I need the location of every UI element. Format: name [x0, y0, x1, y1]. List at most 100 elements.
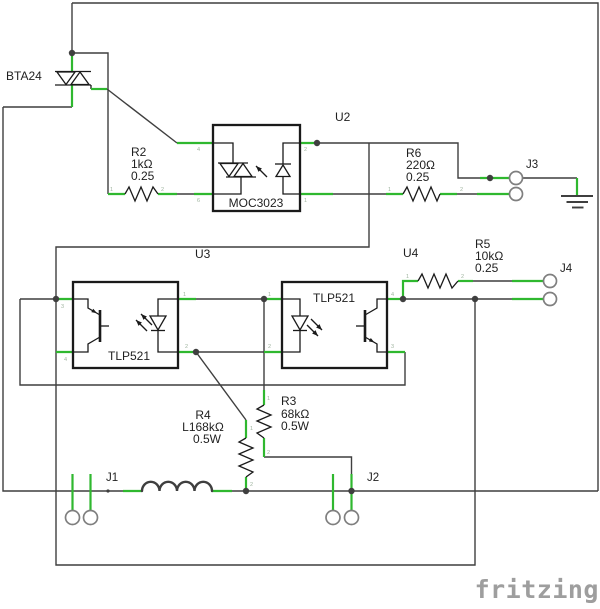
junction-dot	[471, 295, 479, 303]
resistor-r3[interactable]: R3 68kΩ 0.5W 1 2	[255, 390, 310, 457]
fritzing-logo: fritzing	[475, 575, 599, 604]
junction-dot	[313, 139, 321, 147]
resistor-r4[interactable]: R4 L168kΩ 0.5W 1 2	[182, 408, 255, 489]
j1-terminal-2[interactable]	[82, 509, 99, 526]
u3-light-arrow-1-head	[141, 314, 147, 320]
u2-internal-wire-1	[213, 142, 234, 163]
j3-terminal-1[interactable]	[508, 170, 524, 186]
r3-ref-label: R3	[281, 394, 297, 408]
u4-led-cathode-wire	[282, 330, 301, 353]
wire-emitter-loop[interactable]	[19, 299, 406, 386]
r6-ref-label: R6	[406, 146, 422, 160]
junction-dot	[242, 487, 250, 495]
u2-ref-label: U2	[335, 110, 351, 124]
ground-symbol[interactable]	[561, 178, 593, 209]
u3-pin-tr-number: 1	[183, 292, 186, 298]
j1-ref-label: J1	[106, 472, 118, 484]
r5-pin1	[401, 279, 418, 299]
inductor[interactable]	[123, 480, 232, 493]
junction-dot-small	[106, 489, 110, 493]
optocoupler-u3-tlp521[interactable]: TLP521 U3 3 4 1 2	[56, 247, 211, 370]
connector-j1[interactable]: J1	[64, 472, 119, 526]
optocoupler-u4-tlp521[interactable]: TLP521 U4 1 2 4 3	[264, 246, 419, 370]
u3-ref-label: U3	[195, 247, 211, 261]
connector-j4[interactable]: J4	[512, 263, 573, 307]
u3-light-arrow-2-head	[136, 320, 142, 326]
r6-zigzag[interactable]	[402, 185, 441, 203]
u3-pin-tl-number: 3	[61, 304, 64, 310]
wire-gate-diagonal[interactable]	[106, 88, 178, 144]
wire-junction-to-r2[interactable]	[72, 52, 109, 194]
junction-dot	[192, 348, 200, 356]
inductor-coil[interactable]	[140, 480, 214, 493]
u3-transistor-arrow	[91, 308, 97, 314]
u2-internal-wire-2	[213, 177, 242, 195]
connector-j2[interactable]: J2	[325, 472, 379, 526]
r6-rating-label: 0.25	[406, 170, 430, 184]
wire-u2-branch-rail[interactable]	[55, 143, 476, 566]
r2-rating-label: 0.25	[131, 169, 155, 183]
u4-pin-tl-number: 1	[268, 292, 271, 298]
u2-pin1-number: 1	[304, 198, 307, 204]
j3-terminal-2[interactable]	[508, 186, 524, 202]
u3-led-cathode-wire	[157, 330, 178, 353]
u2-part-label: MOC3023	[229, 196, 284, 210]
wire-r3-bottom[interactable]	[264, 456, 353, 491]
u4-pin-bl-number: 2	[268, 344, 271, 350]
r2-ref-label: R2	[131, 145, 147, 159]
junction-dot	[348, 487, 355, 495]
junction-dots	[52, 49, 494, 495]
triac-bta24[interactable]: BTA24	[6, 54, 107, 107]
optocoupler-u2-moc3023[interactable]: MOC3023 U2 4 6 2 1	[177, 110, 351, 213]
wires[interactable]	[2, 2, 599, 566]
r6-pin1-number: 1	[388, 187, 391, 193]
r2-value-label: 1kΩ	[131, 157, 153, 171]
r2-pin1-number: 1	[110, 187, 113, 193]
u3-pin-br-number: 2	[185, 344, 188, 350]
u4-body[interactable]	[280, 280, 389, 370]
wire-top-right-rail[interactable]	[72, 2, 599, 491]
resistor-r6[interactable]: R6 220Ω 0.25 1 2	[386, 146, 463, 203]
wire-left-rail[interactable]	[2, 107, 123, 492]
j1-terminal-1[interactable]	[64, 509, 81, 526]
j4-terminal-2[interactable]	[542, 291, 558, 307]
u4-transistor-arrow	[368, 338, 375, 343]
r4-zigzag[interactable]	[237, 437, 255, 478]
junction-dot	[260, 295, 268, 303]
u2-triac-triangle-left	[218, 162, 240, 178]
u3-led-anode-wire	[157, 298, 178, 316]
j2-terminal-1[interactable]	[325, 509, 341, 526]
u3-part-label: TLP521	[108, 349, 150, 363]
resistor-r2[interactable]: R2 1kΩ 0.25 1 2	[108, 145, 177, 203]
u2-pin6-number: 6	[197, 198, 200, 204]
u4-pin-br-number: 3	[391, 344, 394, 350]
r5-rating-label: 0.25	[475, 261, 499, 275]
u4-pin-tr-number: 4	[391, 292, 394, 298]
wire-r4-diagonal[interactable]	[195, 351, 247, 421]
u3-emitter-wire	[73, 336, 101, 353]
r3-pin1-number: 1	[267, 396, 270, 402]
r4-ref-label: R4	[195, 408, 211, 422]
triac-triangle-left	[55, 71, 77, 86]
r5-pin1-number: 1	[406, 274, 409, 280]
j2-ref-label: J2	[367, 472, 379, 484]
r4-pin1-number: 1	[250, 426, 253, 432]
u4-part-label: TLP521	[313, 291, 355, 305]
j2-terminal-2[interactable]	[343, 509, 360, 526]
r4-rating-label: 0.5W	[193, 432, 222, 446]
resistor-r5[interactable]: R5 10kΩ 0.25 1 2	[401, 237, 503, 299]
j3-ref-label: J3	[526, 159, 538, 171]
junction-dot	[52, 295, 60, 303]
j4-terminal-1[interactable]	[542, 273, 558, 289]
r2-zigzag[interactable]	[124, 185, 159, 203]
r3-pin2-number: 2	[267, 450, 270, 456]
junction-dot	[486, 174, 494, 182]
r6-value-label: 220Ω	[406, 158, 435, 172]
r5-zigzag[interactable]	[417, 272, 459, 290]
connector-j3[interactable]: J3	[477, 159, 538, 202]
r3-zigzag[interactable]	[255, 404, 273, 439]
r5-ref-label: R5	[475, 237, 491, 251]
r3-value-label: 68kΩ	[281, 407, 309, 421]
